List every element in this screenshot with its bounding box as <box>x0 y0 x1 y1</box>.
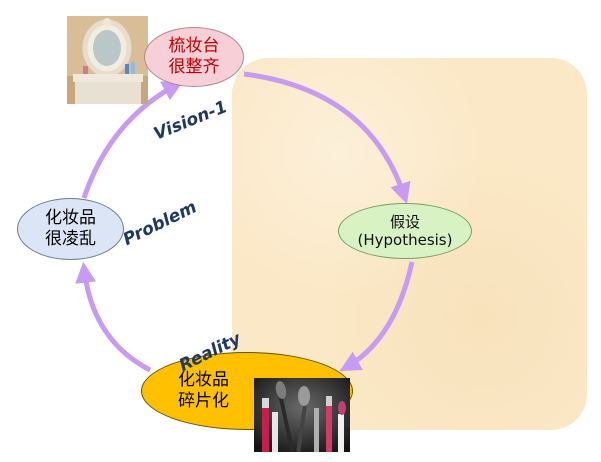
node-problem-line1: 化妆品 <box>45 208 96 229</box>
node-vision-line2: 很整齐 <box>168 57 220 77</box>
node-hypothesis-line1: 假设 <box>389 212 420 231</box>
node-hypothesis: 假设 (Hypothesis) <box>338 203 472 259</box>
arrow-problem-to-vision <box>81 81 184 199</box>
makeup-brushes-photo <box>254 378 350 452</box>
node-reality-line2: 碎片化 <box>178 390 229 411</box>
arrow-reality-to-problem <box>75 261 152 373</box>
arrow-hypothesis-to-reality <box>339 261 415 372</box>
node-hypothesis-line2: (Hypothesis) <box>357 231 453 249</box>
node-reality-line1: 化妆品 <box>178 370 229 390</box>
arrow-vision-to-hypothesis <box>243 71 411 204</box>
dressing-table-photo <box>67 16 148 104</box>
node-problem-line2: 很凌乱 <box>45 229 96 249</box>
node-vision-line1: 梳妆台 <box>168 36 220 57</box>
node-vision: 梳妆台 很整齐 <box>144 27 244 87</box>
node-problem: 化妆品 很凌乱 <box>17 198 124 260</box>
